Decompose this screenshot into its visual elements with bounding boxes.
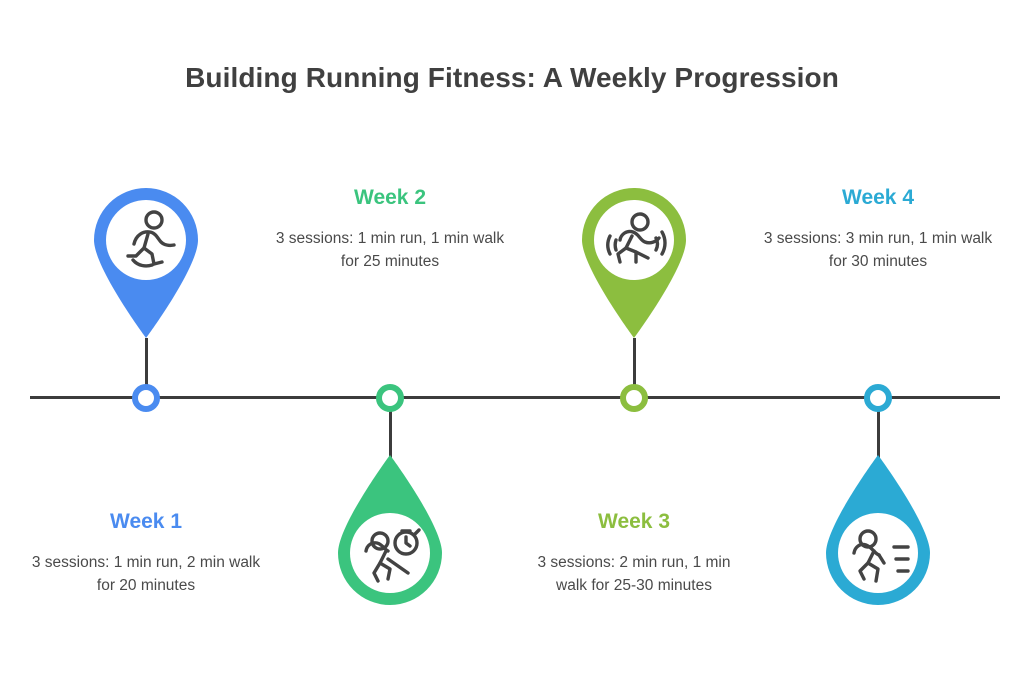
runner-with-stopwatch-icon (364, 528, 421, 583)
timeline-node-week-1[interactable] (132, 384, 160, 412)
week-label-1: Week 1 (110, 510, 182, 533)
pin-week-3[interactable] (574, 182, 694, 338)
walking-person-icon (126, 210, 176, 268)
stem-week-3 (633, 338, 636, 396)
week-label-3: Week 3 (598, 510, 670, 533)
page-title: Building Running Fitness: A Weekly Progr… (185, 62, 839, 93)
timeline-node-week-4[interactable] (864, 384, 892, 412)
pin-week-1[interactable] (86, 182, 206, 338)
text-block-week-2: Week 2 3 sessions: 1 min run, 1 min walk… (268, 186, 512, 274)
stem-week-1 (145, 338, 148, 396)
pin-week-2[interactable] (330, 455, 450, 611)
stem-week-4 (877, 400, 880, 458)
week-description-2: 3 sessions: 1 min run, 1 min walk for 25… (275, 230, 505, 271)
runner-with-motion-arcs-icon (606, 212, 667, 264)
week-label-4: Week 4 (842, 186, 914, 209)
timeline-axis (30, 396, 1000, 399)
text-block-week-4: Week 4 3 sessions: 3 min run, 1 min walk… (756, 186, 1000, 274)
text-block-week-1: Week 1 3 sessions: 1 min run, 2 min walk… (24, 510, 268, 598)
pin-week-4[interactable] (818, 455, 938, 611)
week-description-4: 3 sessions: 3 min run, 1 min walk for 30… (763, 230, 993, 271)
text-block-week-3: Week 3 3 sessions: 2 min run, 1 min walk… (512, 510, 756, 598)
week-description-3: 3 sessions: 2 min run, 1 min walk for 25… (537, 554, 731, 595)
runner-with-speed-lines-icon (852, 529, 910, 583)
timeline-node-week-3[interactable] (620, 384, 648, 412)
timeline-node-week-2[interactable] (376, 384, 404, 412)
week-label-2: Week 2 (354, 186, 426, 209)
stem-week-2 (389, 400, 392, 458)
week-description-1: 3 sessions: 1 min run, 2 min walk for 20… (31, 554, 261, 595)
